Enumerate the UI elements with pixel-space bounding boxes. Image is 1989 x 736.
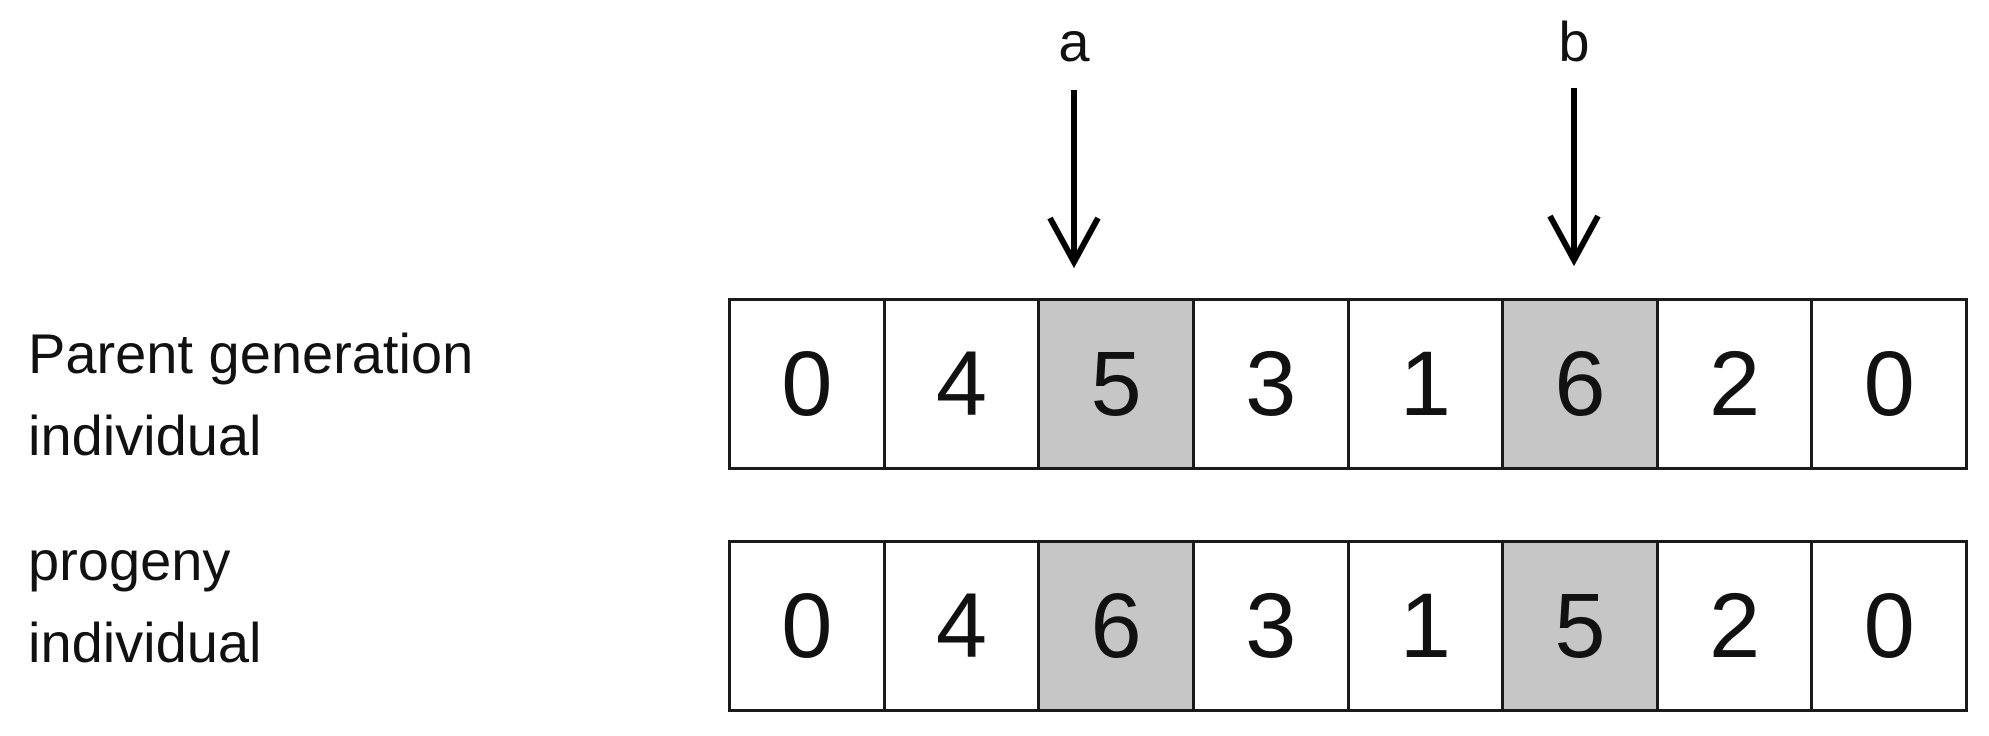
progeny-row-label: progeny individual: [28, 520, 262, 684]
progeny-gene-cell: 3: [1195, 543, 1350, 709]
parent-gene-cell: 0: [731, 301, 886, 467]
progeny-gene-cell: 2: [1659, 543, 1814, 709]
parent-row-label: Parent generation individual: [28, 313, 473, 477]
parent-chromosome: 0 4 5 3 1 6 2 0: [728, 298, 1968, 470]
parent-label-line-1: Parent generation: [28, 322, 474, 385]
progeny-gene-cell: 0: [1863, 575, 1915, 677]
progeny-gene-cell: 1: [1350, 543, 1505, 709]
arrow-a-icon: [1047, 90, 1101, 269]
parent-gene-cell: 2: [1659, 301, 1814, 467]
parent-gene-cell: 0: [1863, 333, 1915, 435]
arrow-b-icon: [1547, 88, 1601, 267]
parent-gene-cell: 1: [1350, 301, 1505, 467]
progeny-chromosome: 0 4 6 3 1 5 2 0: [728, 540, 1968, 712]
progeny-gene-cell: 4: [886, 543, 1041, 709]
progeny-gene-cell-highlighted: 6: [1040, 543, 1195, 709]
progeny-gene-cell: 0: [731, 543, 886, 709]
parent-gene-cell: 3: [1195, 301, 1350, 467]
parent-gene-cell: 4: [886, 301, 1041, 467]
parent-gene-cell-highlighted: 5: [1040, 301, 1195, 467]
crossover-point-a-label: a: [1058, 10, 1090, 73]
progeny-gene-cell-highlighted: 5: [1504, 543, 1659, 709]
parent-gene-cell-highlighted: 6: [1504, 301, 1659, 467]
parent-label-line-2: individual: [28, 404, 262, 467]
progeny-label-line-1: progeny: [28, 529, 231, 592]
crossover-point-b-label: b: [1558, 10, 1590, 73]
progeny-label-line-2: individual: [28, 611, 262, 674]
